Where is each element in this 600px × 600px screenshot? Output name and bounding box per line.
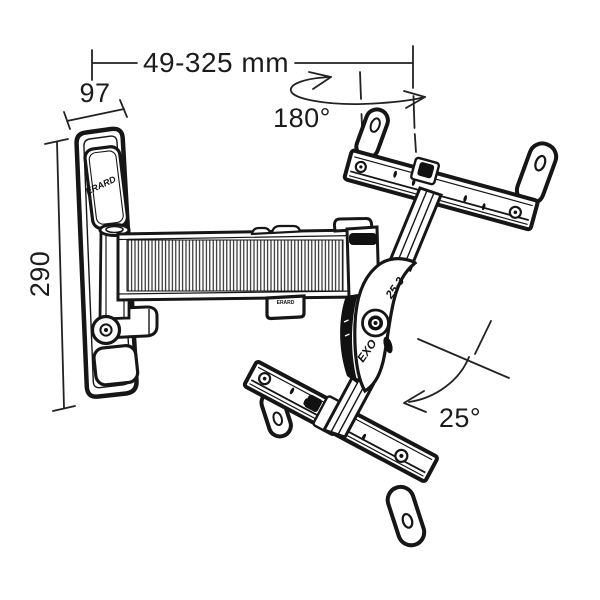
annotation-tilt: 25° <box>403 320 510 433</box>
hook-tab-hole <box>401 512 414 529</box>
slot-hole <box>361 433 367 441</box>
tilt-angle-label: 25° <box>439 403 481 433</box>
rail-screw-center <box>513 210 518 215</box>
hinge-side-notches <box>343 319 350 337</box>
hinge-bolt-center <box>373 321 378 325</box>
lower-post-grooves <box>330 379 367 435</box>
wall-plate: ERARD <box>74 126 159 399</box>
extension-arm: ERARD <box>116 216 381 321</box>
tilt-arrowhead <box>403 390 427 413</box>
hinge-side-face <box>340 294 358 384</box>
hook-tab-hole <box>272 411 284 427</box>
dimension-plate-height: 290 <box>25 138 76 412</box>
swivel-arrowhead-right <box>403 90 426 109</box>
lower-panel-shape <box>92 344 140 387</box>
tilt-arc <box>408 356 470 403</box>
rail-screw-center <box>399 453 404 458</box>
rail-screw-center <box>359 165 363 169</box>
hook-tab-hole <box>534 154 547 172</box>
wall-plate-inner-line <box>83 135 132 389</box>
slot-hole <box>289 387 295 395</box>
slot-hole <box>463 195 468 203</box>
dimension-plate-depth: 97 <box>63 78 128 130</box>
slot-hole <box>393 170 397 178</box>
upper-post-grooves <box>395 190 435 269</box>
lower-tv-rail <box>242 360 439 548</box>
slot-hole <box>481 203 486 211</box>
tilt-hinge: 25-3 EXO <box>340 257 418 394</box>
rail-clamp-bolt <box>304 394 323 412</box>
extension-range-label: 49-325 mm <box>143 47 289 78</box>
extension-extension-dashes <box>412 95 417 153</box>
depth-dimension-lines <box>63 99 128 130</box>
height-dimension-lines <box>44 138 76 412</box>
tilt-reference-lines <box>417 320 510 379</box>
rail-clamp-bolt <box>417 162 435 179</box>
arm-end-band <box>349 233 377 245</box>
plate-depth-label: 97 <box>79 78 110 108</box>
swivel-angle-label: 180° <box>273 103 331 133</box>
plate-height-label: 290 <box>25 251 55 298</box>
arm-top-bump-small <box>250 226 272 236</box>
pivot-bolt-ring <box>99 323 113 337</box>
hinge-slot <box>383 336 393 354</box>
swivel-rotation-arc <box>290 76 426 105</box>
lower-right-hook-tab <box>385 484 427 548</box>
arm-bottom-tab <box>265 294 306 321</box>
arm-top-bump-large <box>270 224 302 235</box>
column-cap-inner <box>105 225 124 234</box>
rail-screw-center <box>262 376 267 381</box>
wall-plate-lower-panel <box>92 344 140 387</box>
swivel-arrowhead-left <box>308 71 332 90</box>
pivot-bolt-center <box>104 328 108 332</box>
hook-tab-hole <box>369 117 381 133</box>
dimension-extension-range: 49-325 mm <box>91 45 417 153</box>
annotation-swivel: 180° <box>273 71 426 139</box>
arm-rib-texture <box>126 239 344 292</box>
extension-dimension-lines <box>91 45 414 89</box>
arm-brand-label: ERARD <box>277 300 295 306</box>
